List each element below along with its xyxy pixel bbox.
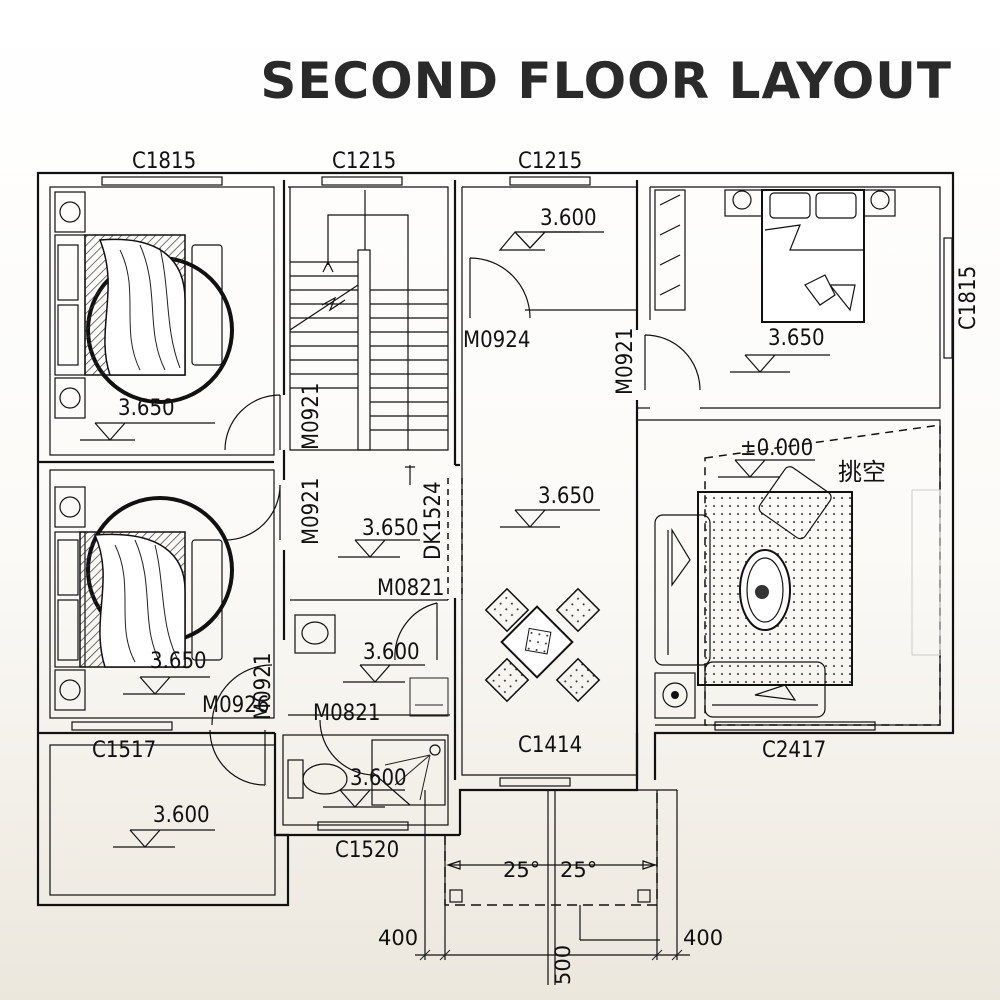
living-elevation: ±0.000	[740, 436, 813, 461]
door-label: M0921	[299, 478, 324, 545]
staircase	[289, 190, 448, 451]
interior-walls	[275, 180, 941, 837]
window-label: C1517	[92, 738, 156, 763]
angle-label: 25°	[503, 858, 540, 882]
window-label: C1815	[132, 149, 196, 174]
window-label: C1520	[335, 838, 399, 863]
bed-bottom-left	[54, 486, 234, 711]
elevation-label: 3.650	[118, 396, 175, 421]
opening-label: DK1524	[421, 481, 446, 560]
door-label: M0921	[613, 328, 638, 395]
elevation-label: 3.600	[350, 766, 407, 791]
window-label: C1414	[518, 733, 582, 758]
angle-label: 25°	[560, 858, 597, 882]
windows	[71, 176, 953, 831]
elevation-label: 3.600	[153, 803, 210, 828]
window-label: C1215	[332, 149, 396, 174]
bathroom	[287, 614, 449, 806]
dimension-label: 400	[683, 926, 723, 950]
elevation-label: 3.650	[150, 649, 207, 674]
elevation-label: 3.650	[538, 484, 595, 509]
door-label: M0921	[251, 653, 276, 720]
door-label: M0921	[299, 383, 324, 450]
page-title: SECOND FLOOR LAYOUT	[260, 52, 952, 110]
elevation-label: 3.650	[768, 326, 825, 351]
dimension-label: 400	[378, 926, 418, 950]
bed-top-left	[54, 191, 234, 419]
bed-top-right	[654, 189, 896, 323]
labels: C1815 C1215 C1215 C1815 C1517 C1414 C241…	[92, 149, 981, 985]
living-room	[654, 424, 941, 726]
door-label: M0821	[377, 576, 444, 601]
elevation-label: 3.600	[363, 640, 420, 665]
elevation-label: 3.650	[362, 516, 419, 541]
window-label: C1215	[518, 149, 582, 174]
window-label: C2417	[762, 738, 826, 763]
elevation-markers	[80, 231, 830, 848]
elevation-label: 3.600	[540, 206, 597, 231]
void-label: 挑空	[838, 458, 886, 486]
opening-dk	[405, 465, 463, 600]
outer-walls	[36, 171, 955, 907]
door-label: M0821	[313, 701, 380, 726]
doors	[209, 257, 701, 786]
door-label: M0924	[463, 328, 530, 353]
dining-set	[484, 587, 601, 703]
door-label: M0926	[202, 693, 269, 718]
window-label: C1815	[956, 266, 981, 330]
balcony-canopy	[415, 789, 690, 985]
dimension-label: 500	[551, 945, 575, 985]
